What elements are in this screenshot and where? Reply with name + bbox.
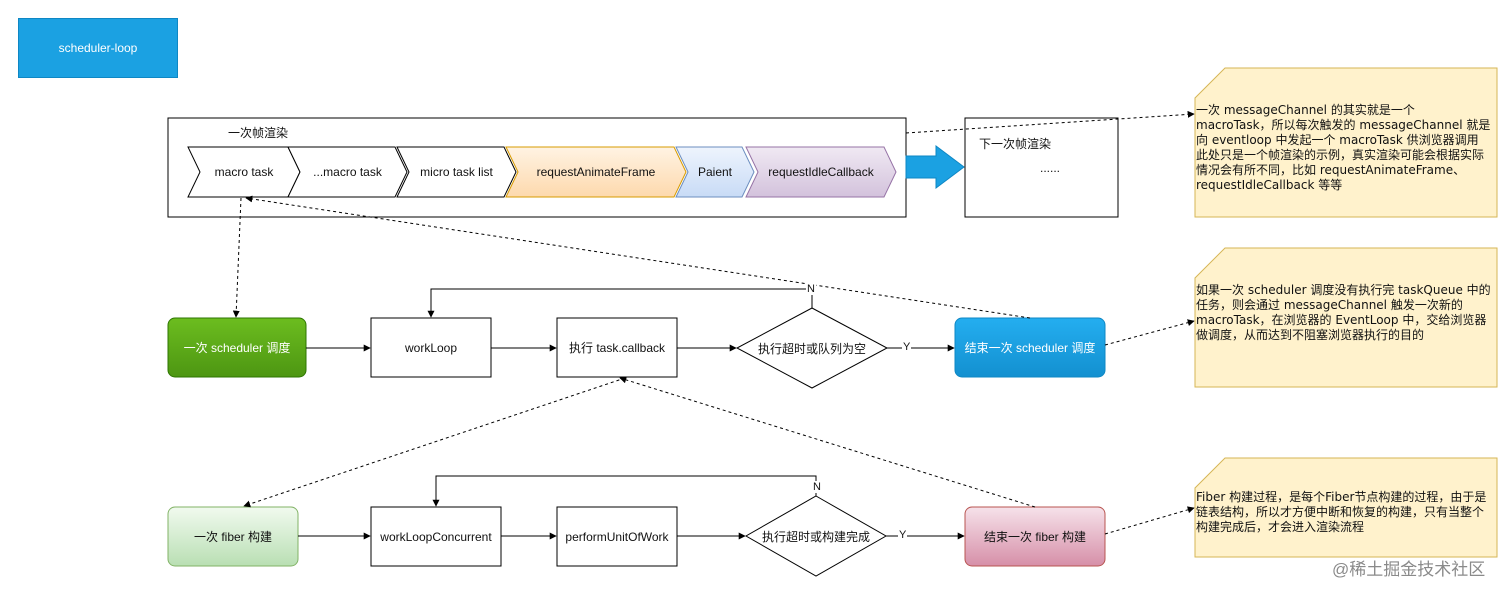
chevron-label-paient: Paient [697, 165, 733, 179]
frame-label: 一次帧渲染 [228, 126, 289, 140]
chevron-label-request-idle-callback: requestIdleCallback [768, 165, 874, 179]
dashed-fiber-end-to-exec [619, 376, 1036, 508]
chevron-request-animate-frame [505, 146, 687, 198]
note-shape-3 [1194, 457, 1498, 558]
chevron-label-request-animate-frame: requestAnimateFrame [536, 165, 656, 179]
edge-fiber-decision-loop-n [432, 475, 817, 507]
exec-callback-box [556, 317, 678, 378]
fiber-no-label: N [812, 481, 822, 493]
chevron-label-micro-task-list: micro task list [420, 165, 493, 179]
scheduler-decision-diamond [735, 307, 889, 389]
note-shape-1 [1194, 67, 1498, 218]
scheduler-start-label: 一次 scheduler 调度 [183, 341, 291, 355]
exec-callback-label: 执行 task.callback [568, 341, 666, 355]
scheduler-decision-label: 执行超时或队列为空 [757, 341, 866, 356]
next-frame-label: 下一次帧渲染 [979, 137, 1052, 151]
edge-decision-loop-n [427, 288, 813, 318]
perform-unit-label: performUnitOfWork [565, 529, 669, 544]
dashed-fiber-end-to-note3 [1104, 506, 1195, 535]
dashed-end-to-macrotask [245, 195, 1031, 319]
dashed-exec-to-fiber [243, 377, 626, 508]
note-text-1: 一次 messageChannel 的其实就是一个 macroTask，所以每次… [1196, 103, 1491, 192]
fiber-decision-diamond [744, 495, 888, 577]
fiber-start-label: 一次 fiber 构建 [193, 530, 272, 544]
big-arrow-next-frame [905, 145, 965, 189]
chevron-label-more-macro-task: ...macro task [313, 165, 382, 179]
dashed-macrotask-to-scheduler [232, 197, 242, 318]
perform-unit-box [556, 506, 678, 567]
chevron-request-idle-callback [745, 146, 897, 198]
scheduler-no-label: N [806, 283, 816, 295]
fiber-yes-label: Y [898, 529, 908, 541]
scheduler-end-label: 结束一次 scheduler 调度 [964, 341, 1096, 355]
work-loop-box [370, 317, 492, 378]
next-frame-ellipsis: ...... [1039, 161, 1060, 175]
chevron-more-macro-task [287, 146, 408, 198]
fiber-end-label: 结束一次 fiber 构建 [983, 530, 1086, 544]
dashed-end-to-note2 [1104, 319, 1195, 346]
chevron-paient [675, 146, 755, 198]
watermark: @稀土掘金技术社区 [1332, 560, 1486, 579]
note-shape-2 [1194, 247, 1498, 388]
dashed-frame-to-note1 [905, 110, 1195, 134]
scheduler-yes-label: Y [902, 341, 912, 353]
fiber-decision-label: 执行超时或构建完成 [761, 529, 870, 544]
note-text-2: 如果一次 scheduler 调度没有执行完 taskQueue 中的任务，则会… [1196, 283, 1491, 342]
chevron-label-macro-task: macro task [214, 165, 274, 179]
next-frame-box [964, 117, 1119, 218]
note-text-3: Fiber 构建过程，是每个Fiber节点构建的过程，由于是链表结构，所以才方便… [1196, 490, 1487, 534]
chevron-micro-task-list [396, 146, 517, 198]
work-loop-concurrent-label: workLoopConcurrent [380, 529, 492, 544]
work-loop-label: workLoop [404, 340, 458, 355]
work-loop-concurrent-box [370, 506, 502, 567]
title-badge: scheduler-loop [18, 18, 178, 78]
